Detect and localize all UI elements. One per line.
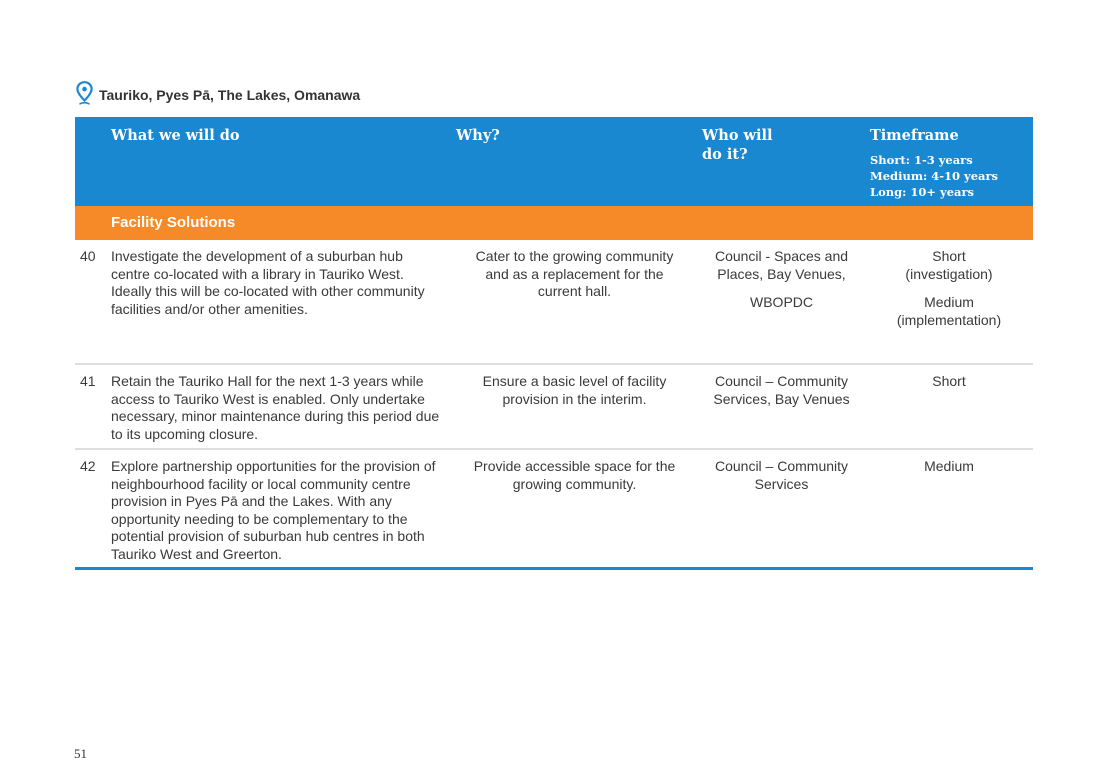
- row-why-text: Ensure a basic level of facility provisi…: [482, 373, 667, 407]
- section-title: Facility Solutions: [111, 214, 236, 232]
- row-timeframe-b: Medium (implementation): [896, 294, 1002, 328]
- row-why: Cater to the growing community and as a …: [451, 240, 698, 364]
- row-who-text: Council – Community Services: [714, 458, 849, 492]
- timeframe-short: Short: 1-3 years: [870, 153, 973, 167]
- timeframe-medium: Medium: 4-10 years: [870, 169, 998, 183]
- row-who: Council – Community Services: [698, 449, 865, 568]
- location-title: Tauriko, Pyes Pā, The Lakes, Omanawa: [99, 87, 361, 103]
- table-row: 41 Retain the Tauriko Hall for the next …: [75, 364, 1033, 449]
- timeframe-long: Long: 10+ years: [870, 185, 975, 199]
- header-timeframe: Timeframe Short: 1-3 years Medium: 4-10 …: [865, 117, 1033, 206]
- row-who-text-b: WBOPDC: [750, 294, 813, 310]
- row-what: Explore partnership opportunities for th…: [111, 458, 436, 562]
- row-timeframe: Medium: [924, 458, 974, 474]
- row-what: Investigate the development of a suburba…: [111, 248, 425, 317]
- row-why: Provide accessible space for the growing…: [451, 449, 698, 568]
- page-number: 51: [74, 746, 87, 761]
- header-what: What we will do: [111, 127, 240, 144]
- row-what: Retain the Tauriko Hall for the next 1-3…: [111, 373, 440, 442]
- header-who-line2: do it?: [702, 146, 748, 163]
- header-who: Who will do it?: [698, 117, 865, 206]
- row-timeframe: Short: [932, 373, 966, 389]
- row-who: Council - Spaces and Places, Bay Venues,…: [698, 240, 865, 364]
- row-why: Ensure a basic level of facility provisi…: [451, 364, 698, 449]
- map-pin-icon: [76, 81, 93, 105]
- table-header: What we will do Why? Who will do it? Tim…: [75, 117, 1033, 206]
- row-number: 41: [80, 373, 96, 389]
- header-who-line1: Who will: [702, 127, 773, 144]
- row-who-text: Council – Community Services, Bay Venues: [713, 373, 850, 407]
- row-timeframe: Short (investigation) Medium (implementa…: [865, 240, 1033, 364]
- table-row: 42 Explore partnership opportunities for…: [75, 449, 1033, 568]
- timeframe-legend: Short: 1-3 years Medium: 4-10 years Long…: [870, 152, 1033, 200]
- row-number: 40: [80, 248, 96, 264]
- header-number-spacer: [75, 117, 111, 206]
- row-number: 42: [80, 458, 96, 474]
- action-plan-table: What we will do Why? Who will do it? Tim…: [75, 117, 1033, 570]
- row-who: Council – Community Services, Bay Venues: [698, 364, 865, 449]
- header-why: Why?: [451, 117, 698, 206]
- table-row: 40 Investigate the development of a subu…: [75, 240, 1033, 364]
- header-why-label: Why?: [456, 127, 500, 144]
- row-who-text-a: Council - Spaces and Places, Bay Venues,: [714, 248, 849, 282]
- location-heading: Tauriko, Pyes Pā, The Lakes, Omanawa: [76, 80, 360, 106]
- section-row: Facility Solutions: [75, 206, 1033, 240]
- header-timeframe-label: Timeframe: [870, 127, 959, 144]
- row-why-text: Cater to the growing community and as a …: [475, 248, 674, 299]
- row-timeframe-a: Short (investigation): [905, 248, 993, 282]
- section-spacer: [75, 206, 111, 240]
- row-why-text: Provide accessible space for the growing…: [473, 458, 676, 492]
